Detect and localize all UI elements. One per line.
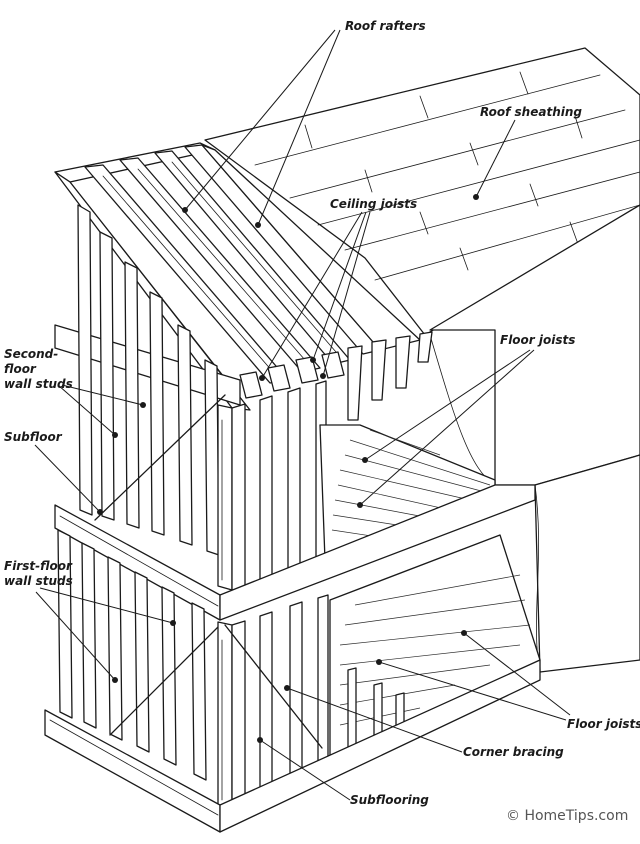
leaders (34, 29, 571, 801)
floor-rim-band (54, 484, 536, 621)
label-first-floor-line1: First-floor (4, 559, 73, 573)
label-subfloor: Subfloor (4, 430, 63, 444)
copyright-text: © HomeTips.com (506, 808, 628, 824)
label-subflooring: Subflooring (350, 793, 429, 807)
lower-floor-joists (329, 534, 541, 766)
second-floor-wall (54, 204, 241, 556)
labels: Roof rafters Roof sheathing Ceiling jois… (4, 19, 640, 824)
subflooring-base (44, 659, 541, 833)
label-second-floor-line1: Second- (4, 347, 58, 361)
roof-rafters (54, 142, 421, 411)
label-floor-joists-lower: Floor joists (567, 717, 640, 731)
label-roof-sheathing: Roof sheathing (480, 105, 582, 119)
roof-sheathing-panel (204, 47, 640, 336)
label-floor-joists-upper: Floor joists (500, 333, 575, 347)
label-corner-bracing: Corner bracing (463, 745, 564, 759)
label-first-floor-line2: wall studs (4, 574, 73, 588)
label-ceiling-joists: Ceiling joists (330, 197, 417, 211)
label-second-floor-line2: floor (4, 362, 37, 376)
label-roof-rafters: Roof rafters (345, 19, 426, 33)
label-second-floor-line3: wall studs (4, 377, 73, 391)
